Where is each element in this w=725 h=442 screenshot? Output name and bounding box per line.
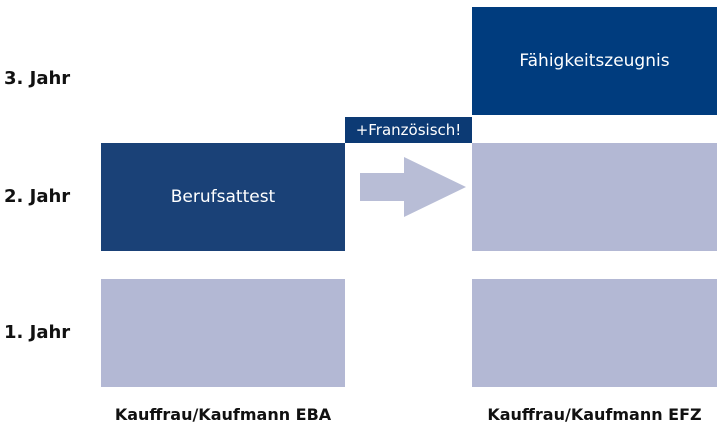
efz-column-label: Kauffrau/Kaufmann EFZ: [487, 405, 702, 424]
right-arrow-icon: [360, 157, 466, 217]
year-1-label: 1. Jahr: [4, 322, 71, 343]
efz-year-1-box: [472, 279, 717, 387]
eba-year-2-label: Berufsattest: [170, 187, 276, 207]
french-tag-label: +Französisch!: [355, 121, 462, 139]
french-tag: +Französisch!: [345, 117, 472, 143]
efz-year-3-label: Fähigkeitszeugnis: [519, 51, 670, 71]
eba-year-2-box: Berufsattest: [101, 143, 345, 251]
eba-column-label: Kauffrau/Kaufmann EBA: [114, 405, 332, 424]
eba-year-1-box: [101, 279, 345, 387]
year-2-label: 2. Jahr: [4, 186, 71, 207]
year-3-label: 3. Jahr: [4, 68, 71, 89]
efz-year-3-box: Fähigkeitszeugnis: [472, 7, 717, 115]
efz-year-2-box: [472, 143, 717, 251]
